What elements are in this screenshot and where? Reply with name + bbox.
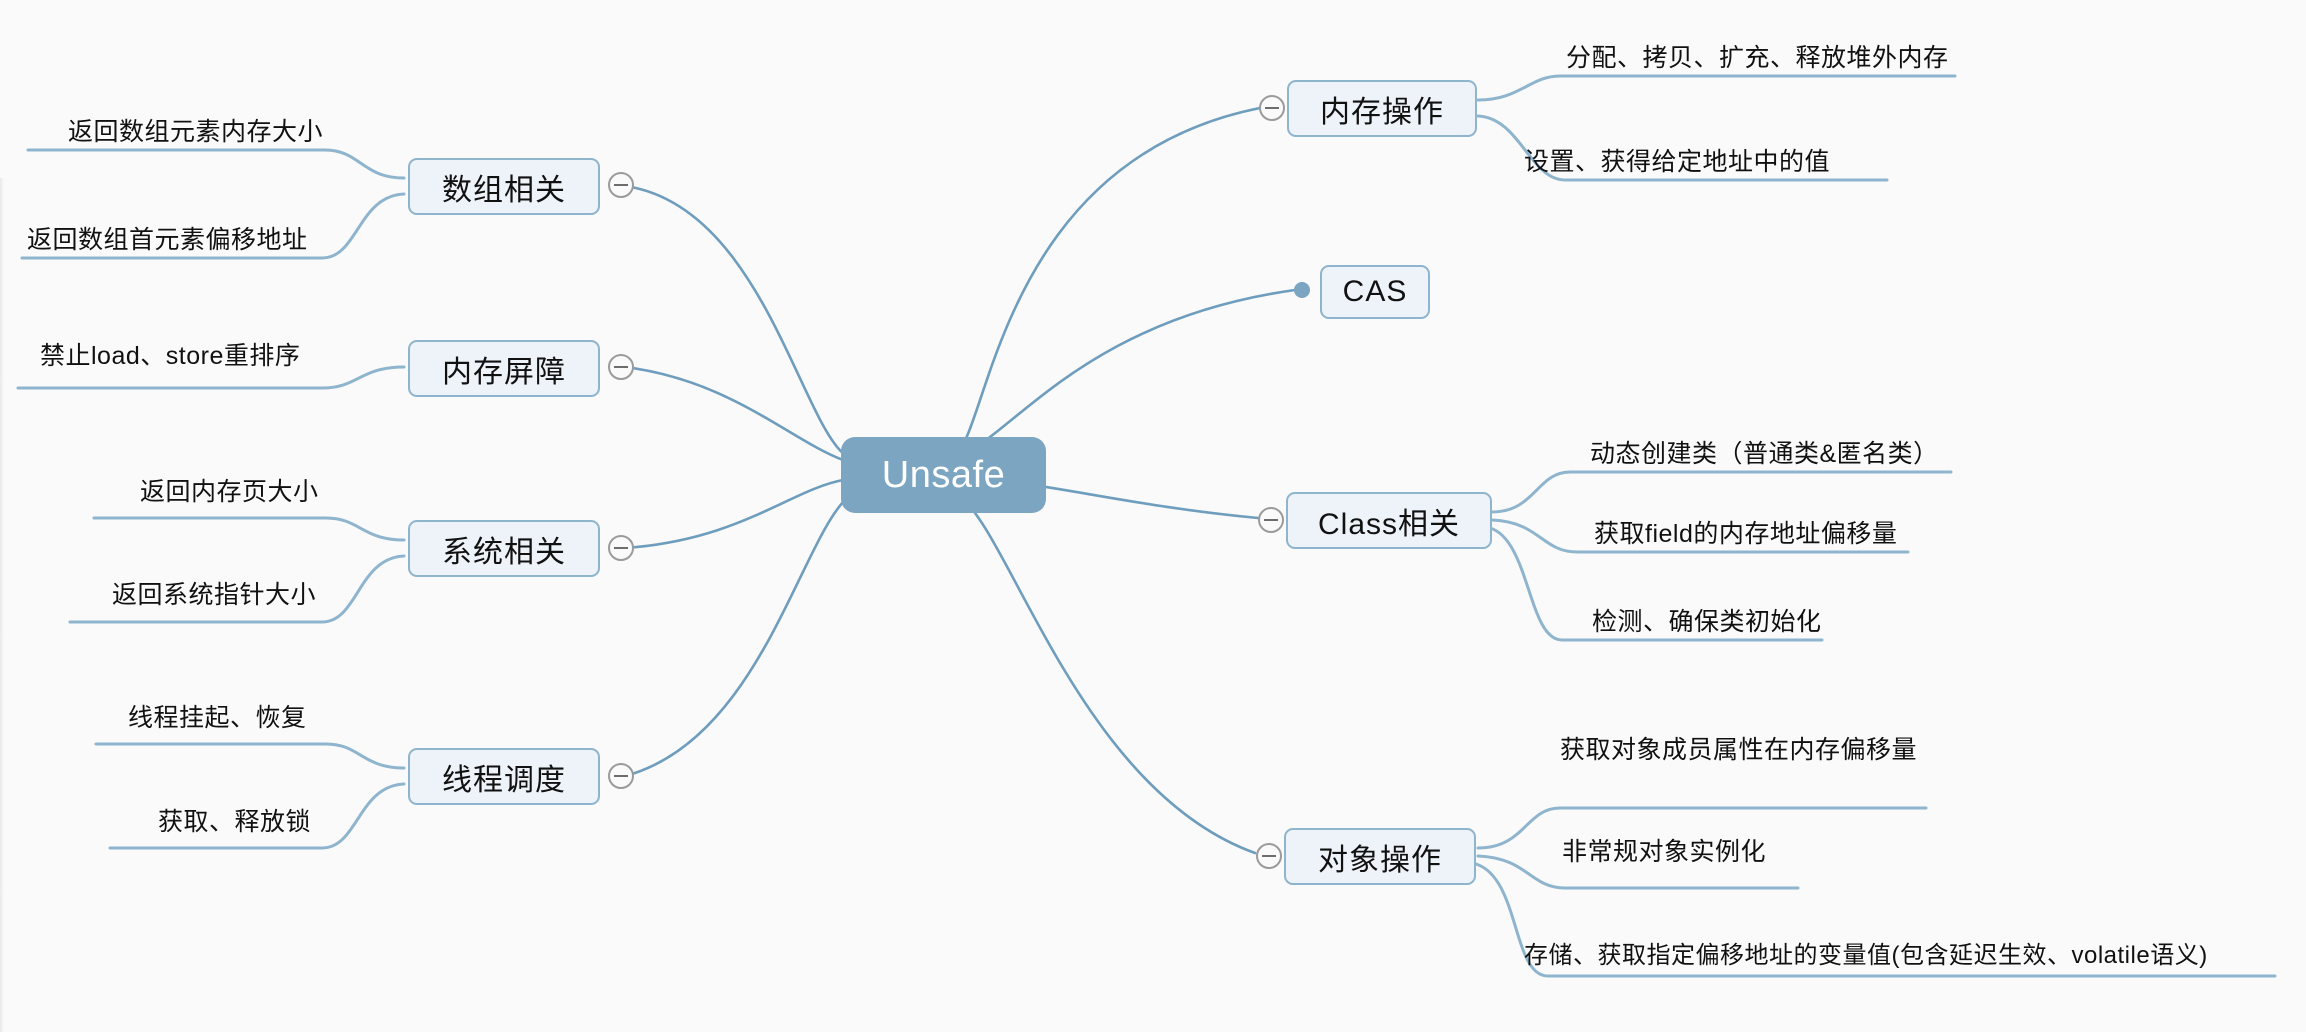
wire-root-to-cas — [953, 288, 1297, 460]
root-node-label: Unsafe — [881, 453, 1006, 496]
collapse-toggle-memory-ops[interactable] — [1259, 95, 1285, 121]
branch-label-memory-barrier: 内存屏障 — [442, 355, 566, 389]
wire-system-child-0 — [92, 516, 406, 542]
leaf-label: 存储、获取指定偏移地址的变量值(包含延迟生效、volatile语义) — [1524, 942, 2208, 969]
branch-node-class-related[interactable]: Class相关 — [1286, 492, 1492, 549]
leaf-object-ops-2[interactable]: 存储、获取指定偏移地址的变量值(包含延迟生效、volatile语义) — [1524, 944, 2208, 968]
collapse-toggle-memory-barrier[interactable] — [608, 354, 634, 380]
branch-node-object-ops[interactable]: 对象操作 — [1284, 828, 1476, 885]
leaf-class-related-0[interactable]: 动态创建类（普通类&匿名类） — [1590, 442, 1939, 467]
leaf-label: 返回内存页大小 — [140, 478, 319, 506]
leaf-label: 非常规对象实例化 — [1562, 838, 1767, 866]
leaf-system-related-1[interactable]: 返回系统指针大小 — [112, 583, 316, 608]
branch-node-thread-scheduling[interactable]: 线程调度 — [408, 748, 600, 805]
branch-node-system-related[interactable]: 系统相关 — [408, 520, 600, 577]
branch-node-array-related[interactable]: 数组相关 — [408, 158, 600, 215]
leaf-label: 返回系统指针大小 — [112, 581, 317, 609]
leaf-memory-ops-1[interactable]: 设置、获得给定地址中的值 — [1524, 150, 1830, 175]
wire-root-to-thread-scheduling — [623, 495, 850, 778]
wire-class-child-0 — [1490, 470, 1953, 514]
wire-root-to-system-related — [623, 478, 845, 550]
wire-memory-ops-child-0 — [1476, 74, 1957, 102]
branch-label-thread-scheduling: 线程调度 — [442, 763, 566, 797]
wire-root-to-object-ops — [956, 493, 1257, 855]
leaf-system-related-0[interactable]: 返回内存页大小 — [140, 480, 319, 505]
leaf-label: 动态创建类（普通类&匿名类） — [1590, 440, 1939, 468]
collapse-toggle-system-related[interactable] — [608, 535, 634, 561]
leaf-object-ops-1[interactable]: 非常规对象实例化 — [1562, 840, 1766, 865]
wire-barrier-child-0 — [16, 365, 406, 390]
leaf-memory-barrier-0[interactable]: 禁止load、store重排序 — [40, 344, 300, 369]
wire-array-child-0 — [26, 148, 406, 180]
leaf-class-related-2[interactable]: 检测、确保类初始化 — [1592, 610, 1822, 635]
wire-root-to-memory-ops — [953, 106, 1262, 457]
collapse-toggle-object-ops[interactable] — [1256, 843, 1282, 869]
leaf-label: 返回数组元素内存大小 — [68, 118, 324, 146]
leaf-class-related-1[interactable]: 获取field的内存地址偏移量 — [1594, 522, 1897, 547]
leaf-label: 获取、释放锁 — [158, 808, 312, 836]
collapse-toggle-array-related[interactable] — [608, 172, 634, 198]
wire-root-to-memory-barrier — [623, 365, 845, 462]
leaf-object-ops-0[interactable]: 获取对象成员属性在内存偏移量 — [1560, 738, 1917, 763]
leaf-dot-cas[interactable] — [1294, 282, 1310, 298]
leaf-label: 检测、确保类初始化 — [1592, 608, 1822, 636]
leaf-thread-scheduling-0[interactable]: 线程挂起、恢复 — [128, 706, 307, 731]
branch-node-memory-ops[interactable]: 内存操作 — [1287, 80, 1477, 137]
branch-label-cas: CAS — [1342, 275, 1408, 308]
leaf-label: 获取对象成员属性在内存偏移量 — [1560, 736, 1918, 764]
leaf-label: 分配、拷贝、扩充、释放堆外内存 — [1566, 44, 1949, 72]
root-node[interactable]: Unsafe — [841, 437, 1046, 513]
branch-label-system-related: 系统相关 — [442, 535, 566, 569]
branch-label-array-related: 数组相关 — [442, 173, 566, 207]
branch-node-memory-barrier[interactable]: 内存屏障 — [408, 340, 600, 397]
leaf-label: 禁止load、store重排序 — [40, 342, 301, 370]
branch-label-memory-ops: 内存操作 — [1320, 95, 1444, 129]
leaf-label: 获取field的内存地址偏移量 — [1594, 520, 1898, 548]
leaf-array-related-1[interactable]: 返回数组首元素偏移地址 — [27, 228, 308, 253]
leaf-label: 设置、获得给定地址中的值 — [1524, 148, 1831, 176]
branch-label-class-related: Class相关 — [1317, 507, 1460, 541]
collapse-toggle-thread-scheduling[interactable] — [608, 763, 634, 789]
leaf-thread-scheduling-1[interactable]: 获取、释放锁 — [158, 810, 311, 835]
branch-label-object-ops: 对象操作 — [1318, 843, 1442, 877]
collapse-toggle-class-related[interactable] — [1258, 507, 1284, 533]
leaf-array-related-0[interactable]: 返回数组元素内存大小 — [68, 120, 323, 145]
wire-thread-child-0 — [94, 742, 406, 770]
wire-root-to-array-related — [623, 184, 847, 457]
leaf-label: 线程挂起、恢复 — [128, 704, 307, 732]
branch-node-cas[interactable]: CAS — [1320, 265, 1430, 319]
leaf-label: 返回数组首元素偏移地址 — [27, 226, 308, 254]
leaf-memory-ops-0[interactable]: 分配、拷贝、扩充、释放堆外内存 — [1566, 46, 1949, 71]
